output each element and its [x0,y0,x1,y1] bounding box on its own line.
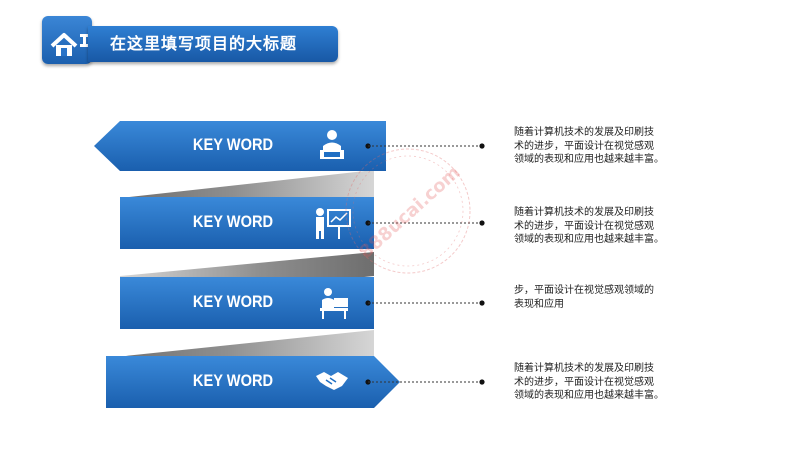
row-2-label: KEY WORD [192,212,274,231]
ribbon-band-4 [106,356,400,408]
row-4-label: KEY WORD [192,371,274,390]
watermark-stamp [345,148,471,274]
connectors [365,143,485,385]
row-2-description: 随着计算机技术的发展及印刷技 术的进步，平面设计在视觉感观 领域的表现和应用也越… [514,207,664,245]
row-4-description: 随着计算机技术的发展及印刷技 术的进步，平面设计在视觉感观 领域的表现和应用也越… [514,363,664,401]
row-1-label: KEY WORD [192,135,274,154]
presenter-laptop-icon [320,130,344,159]
desk-worker-icon [320,288,348,319]
row-1-description: 随着计算机技术的发展及印刷技 术的进步，平面设计在视觉感观 领域的表现和应用也越… [514,127,664,165]
page-title: 在这里填写项目的大标题 [110,34,298,53]
home-icon [50,33,89,56]
row-3-label: KEY WORD [192,292,274,311]
handshake-icon [316,372,348,390]
header-bar [88,26,338,62]
ribbon-band-1 [94,121,386,171]
presentation-board-icon [316,208,351,239]
row-3-description: 步，平面设计在视觉感观领域的 表现和应用 [514,285,654,310]
header-icon-box [42,16,92,64]
ribbon-band-2 [120,197,374,249]
